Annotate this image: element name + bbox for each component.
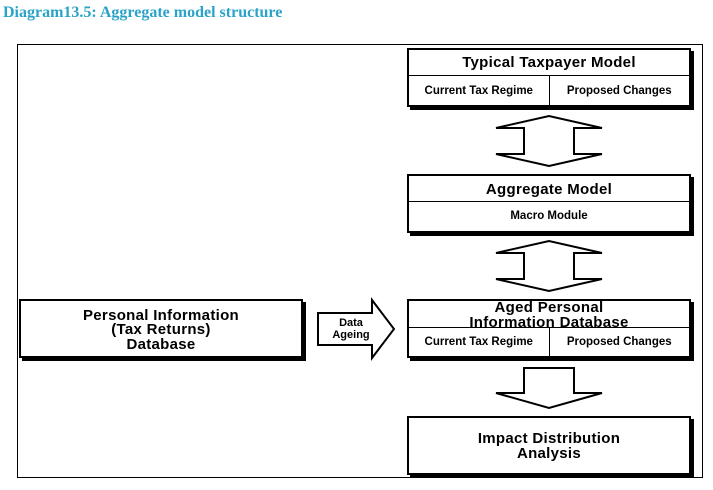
impact-line2: Analysis xyxy=(516,445,582,462)
impact-distribution-analysis-box: Impact Distribution Analysis xyxy=(407,416,691,475)
data-ageing-arrow xyxy=(317,297,396,361)
typical-taxpayer-model-title: Typical Taxpayer Model xyxy=(462,54,636,71)
impact-line1: Impact Distribution xyxy=(477,430,621,447)
aged-current-tax-regime-label: Current Tax Regime xyxy=(424,336,533,348)
proposed-changes-label: Proposed Changes xyxy=(548,76,690,105)
aggregate-model-title: Aggregate Model xyxy=(485,181,613,198)
macro-module-label: Macro Module xyxy=(409,201,689,231)
diagram-caption: Diagram13.5: Aggregate model structure xyxy=(3,4,283,21)
personal-info-line2: (Tax Returns) xyxy=(111,321,211,338)
personal-info-line1: Personal Information xyxy=(82,307,240,324)
aged-personal-database-box: Aged Personal Information Database Curre… xyxy=(407,299,691,358)
aged-personal-title-line2: Information Database xyxy=(469,314,629,331)
diagram-frame xyxy=(17,44,703,478)
aged-personal-split: Current Tax Regime Proposed Changes xyxy=(409,327,689,356)
double-arrow-typical-aggregate xyxy=(495,114,603,168)
typical-taxpayer-model-split: Current Tax Regime Proposed Changes xyxy=(409,75,689,105)
aged-proposed-changes-label: Proposed Changes xyxy=(548,328,690,356)
personal-info-line3: Database xyxy=(126,336,196,353)
aggregate-model-box: Aggregate Model Macro Module xyxy=(407,174,691,233)
data-ageing-label-line1: Data xyxy=(339,317,363,329)
down-arrow-aged-impact xyxy=(495,367,603,410)
aged-personal-title-line1: Aged Personal xyxy=(494,299,604,316)
personal-information-database-box: Personal Information (Tax Returns) Datab… xyxy=(19,299,303,358)
typical-taxpayer-model-box: Typical Taxpayer Model Current Tax Regim… xyxy=(407,48,691,107)
data-ageing-label-line2: Ageing xyxy=(332,329,370,341)
double-arrow-aggregate-aged xyxy=(495,239,603,293)
current-tax-regime-label: Current Tax Regime xyxy=(424,84,533,97)
